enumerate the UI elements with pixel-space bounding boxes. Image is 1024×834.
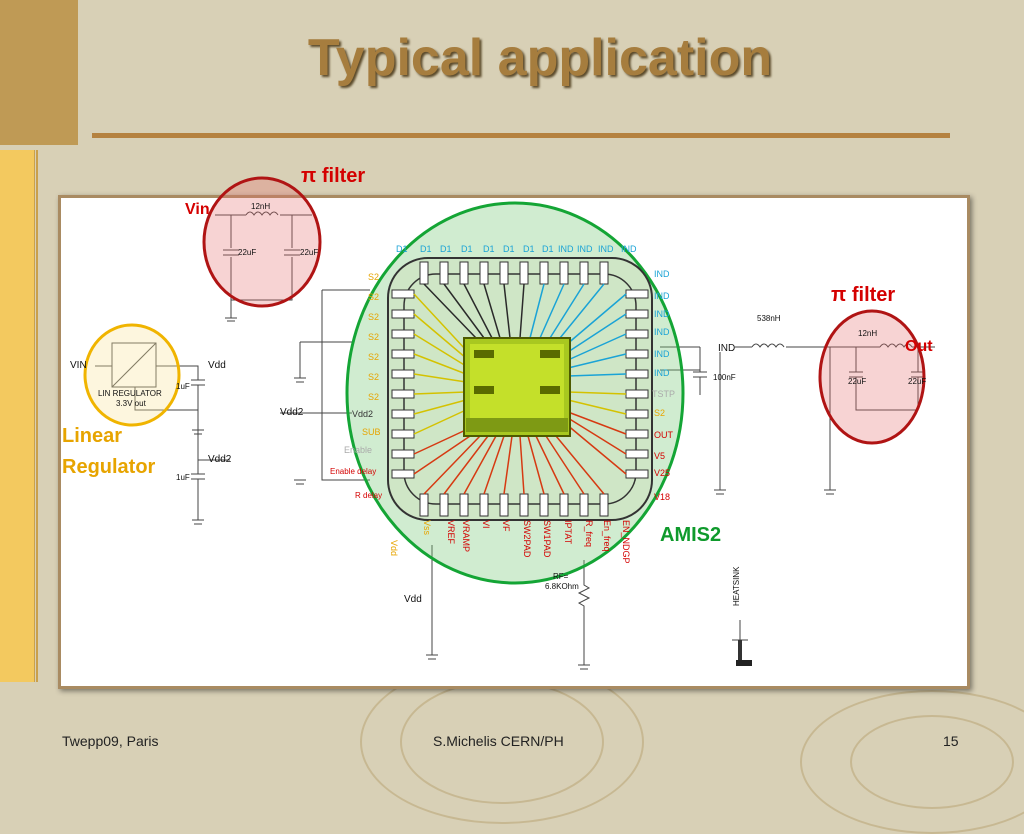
page-number: 15 xyxy=(943,733,959,749)
regulator-vin-label: VIN xyxy=(70,360,87,371)
top-pin-label: IND xyxy=(558,244,574,254)
regulator-name: LIN REGULATOR xyxy=(98,389,162,398)
left-pin-label: R delay xyxy=(355,491,383,500)
out-inductor-value: 12nH xyxy=(858,329,878,338)
left-accent-bar xyxy=(0,150,35,682)
top-pin-label: D1 xyxy=(523,244,535,254)
corner-accent-block xyxy=(0,0,78,145)
top-pin-label: D1 xyxy=(396,244,408,254)
out-cap2-value: 22uF xyxy=(908,377,927,386)
ind-net-label: IND xyxy=(718,343,736,354)
regulator-highlight xyxy=(83,323,181,427)
left-pin-label: S2 xyxy=(368,372,380,382)
pi-filter-input-highlight xyxy=(202,176,322,308)
heatsink-label: HEATSINK xyxy=(732,566,741,606)
footer-center: S.Michelis CERN/PH xyxy=(433,733,564,749)
amis2-label: AMIS2 xyxy=(660,524,722,546)
bottom-pin-label: VI xyxy=(481,520,491,529)
regulator-vdd2-label: Vdd2 xyxy=(208,454,232,465)
right-pin-label: S2 xyxy=(654,408,666,418)
slide-title: Typical application xyxy=(307,29,773,87)
right-pin-label: IND xyxy=(654,349,670,359)
bottom-pin-label: En_freq xyxy=(602,520,612,552)
out-cap1-value: 22uF xyxy=(848,377,867,386)
linear-regulator-label-line2: Regulator xyxy=(62,456,156,478)
vin-label: Vin xyxy=(185,201,210,218)
rf-value: 6.8KOhm xyxy=(545,582,579,591)
out-label: Out xyxy=(905,338,933,355)
left-pin-label: Enable xyxy=(344,445,373,455)
left-accent-line xyxy=(36,150,38,682)
series-inductor-value: 538nH xyxy=(757,314,781,323)
top-pin-label: D1 xyxy=(461,244,473,254)
vdd-bottom-label: Vdd xyxy=(404,594,422,605)
linear-regulator-label-line1: Linear xyxy=(62,425,123,447)
bottom-pin-label: IPTAT xyxy=(563,520,573,545)
bottom-pin-label: Vss xyxy=(422,520,432,536)
footer-left: Twepp09, Paris xyxy=(62,733,159,749)
top-pin-label: D1 xyxy=(542,244,554,254)
bottom-pin-label: Vdd xyxy=(389,540,399,557)
top-pin-label: D1 xyxy=(483,244,495,254)
schematic-drawing xyxy=(83,176,935,670)
left-pin-label: S2 xyxy=(368,352,380,362)
right-pin-label: IND xyxy=(654,269,670,279)
in-inductor-value: 12nH xyxy=(251,202,271,211)
right-pin-label: IND xyxy=(654,309,670,319)
regulator-cap1-value: 1uF xyxy=(176,382,190,391)
top-pin-label: IND xyxy=(577,244,593,254)
bottom-pin-label: SW2PAD xyxy=(522,520,532,558)
bottom-pin-label: EN_NDGP xyxy=(621,520,631,564)
pi-filter-top-label: π filter xyxy=(301,165,366,187)
pi-filter-right-label: π filter xyxy=(831,284,896,306)
top-pin-label: IND xyxy=(621,244,637,254)
left-pin-label: S2 xyxy=(368,272,380,282)
right-pin-label: V25 xyxy=(654,468,671,478)
left-pin-label: Vdd2 xyxy=(352,409,374,419)
right-pin-label: TSTP xyxy=(652,389,676,399)
left-pin-label: S2 xyxy=(368,332,380,342)
bottom-pin-label: SW1PAD xyxy=(542,520,552,558)
left-pin-label: Enable delay xyxy=(330,467,377,476)
left-pin-label: S2 xyxy=(368,392,380,402)
left-pin-label: SUB xyxy=(362,427,381,437)
right-pin-label: IND xyxy=(654,291,670,301)
regulator-vdd-label: Vdd xyxy=(208,360,226,371)
top-pin-label: D1 xyxy=(440,244,452,254)
right-pin-label: V5 xyxy=(654,451,666,461)
top-pin-label: D1 xyxy=(503,244,515,254)
cap-100nf-value: 100nF xyxy=(713,373,736,382)
bottom-pin-label: R_freq xyxy=(584,520,594,548)
regulator-cap2-value: 1uF xyxy=(176,473,190,482)
right-pin-label: V18 xyxy=(654,492,671,502)
bottom-pin-label: VRAMP xyxy=(461,520,471,553)
left-pin-label: S2 xyxy=(368,292,380,302)
left-pin-label: S2 xyxy=(368,312,380,322)
bottom-pin-label: VREF xyxy=(446,520,456,545)
title-underline xyxy=(92,133,950,138)
rf-label: RF= xyxy=(553,572,569,581)
in-cap1-value: 22uF xyxy=(238,248,257,257)
bottom-pin-label: VF xyxy=(501,520,511,532)
regulator-output: 3.3V out xyxy=(116,399,146,408)
right-pin-label: IND xyxy=(654,327,670,337)
right-pin-label: IND xyxy=(654,368,670,378)
top-pin-label: IND xyxy=(598,244,614,254)
top-pin-label: D1 xyxy=(420,244,432,254)
right-pin-label: OUT xyxy=(654,430,673,440)
pi-filter-output-highlight xyxy=(818,309,926,445)
vdd2-net-label: Vdd2 xyxy=(280,407,304,418)
in-cap2-value: 22uF xyxy=(300,248,319,257)
